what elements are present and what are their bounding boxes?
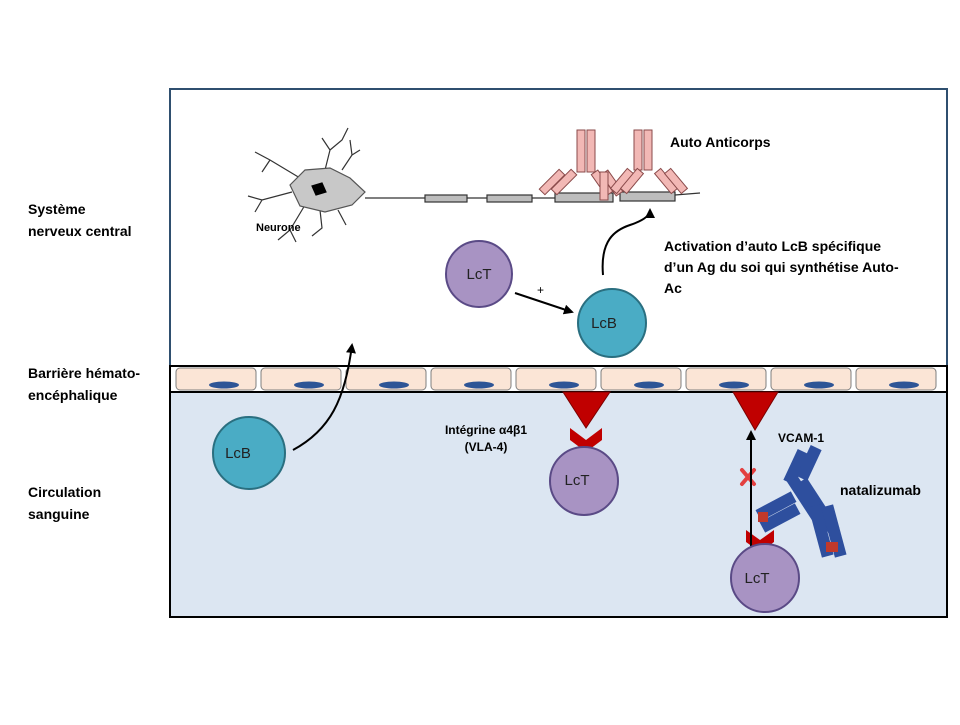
bbb-label-line1: Barrière hémato- xyxy=(28,365,141,381)
cell-lcb-cns-label: LcB xyxy=(591,315,617,332)
activation-label-line3: Ac xyxy=(664,280,682,296)
neuron-illustration xyxy=(247,127,701,243)
endothelial-nucleus xyxy=(634,381,664,389)
integrin-receptor xyxy=(562,391,611,452)
cell-lct-cns: LcT xyxy=(445,240,513,308)
activation-arrow xyxy=(601,208,655,276)
plus-sign: + xyxy=(537,283,545,297)
bbb-label: Barrière hémato- encéphalique xyxy=(28,362,140,406)
blood-label-line2: sanguine xyxy=(28,506,90,522)
endothelial-nucleus xyxy=(464,381,494,389)
auto-antibodies-label: Auto Anticorps xyxy=(670,134,771,150)
integrin-label-line1: Intégrine α4β1 xyxy=(444,423,528,437)
integrin-label-line2: (VLA-4) xyxy=(464,440,508,454)
blood-label: Circulation sanguine xyxy=(28,481,101,525)
cell-lcb-blood: LcB xyxy=(212,416,286,490)
blood-brain-barrier xyxy=(169,365,948,393)
endothelial-nucleus xyxy=(209,381,239,389)
auto-antibodies-cluster xyxy=(538,129,689,201)
endothelial-nucleus xyxy=(379,381,409,389)
cell-lct-blood-label: LcT xyxy=(564,472,589,489)
integrin-label: Intégrine α4β1 (VLA-4) xyxy=(436,422,536,456)
natalizumab-antibody xyxy=(755,445,847,558)
cell-lct-blood: LcT xyxy=(549,446,619,516)
neuron-label: Neurone xyxy=(256,222,301,234)
cns-label-line2: nerveux central xyxy=(28,223,132,239)
cell-lct-cns-label: LcT xyxy=(466,266,491,283)
cell-lct-blocked: LcT xyxy=(730,543,800,613)
cell-lcb-cns: LcB xyxy=(577,288,647,358)
cell-lct-blocked-label: LcT xyxy=(744,570,769,587)
cns-label-line1: Système xyxy=(28,201,86,217)
lct-to-lcb-arrow xyxy=(514,292,574,315)
activation-label-line1: Activation d’auto LcB spécifique xyxy=(664,238,882,254)
lcb-crossing-arrow xyxy=(292,343,356,451)
endothelial-nucleus xyxy=(549,381,579,389)
endothelial-nucleus xyxy=(889,381,919,389)
endothelial-nucleus xyxy=(804,381,834,389)
cns-label: Système nerveux central xyxy=(28,198,132,242)
endothelial-nucleus xyxy=(294,381,324,389)
activation-label-line2: d’un Ag du soi qui synthétise Auto- xyxy=(664,259,899,275)
bbb-label-line2: encéphalique xyxy=(28,387,118,403)
endothelial-nucleus xyxy=(719,381,749,389)
cns-compartment xyxy=(169,88,948,367)
blood-label-line1: Circulation xyxy=(28,484,102,500)
activation-label: Activation d’auto LcB spécifique d’un Ag… xyxy=(664,236,899,299)
natalizumab-label: natalizumab xyxy=(840,482,921,498)
cell-lcb-blood-label: LcB xyxy=(225,445,251,462)
vcam-label: VCAM-1 xyxy=(778,431,825,445)
vcam-receptor xyxy=(732,391,779,431)
